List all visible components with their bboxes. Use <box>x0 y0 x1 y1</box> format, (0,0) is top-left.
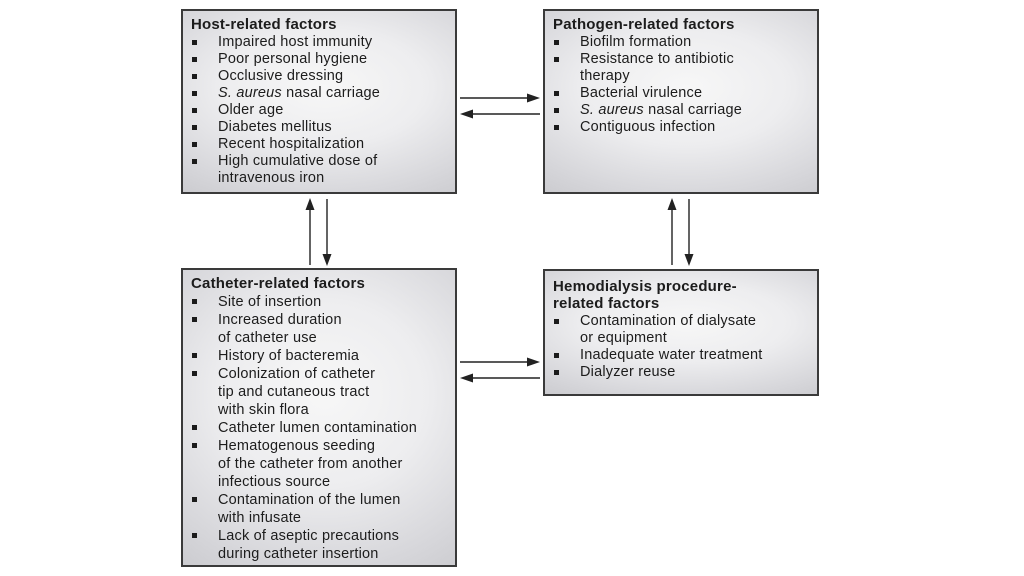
item-text: Older age <box>218 102 284 118</box>
item-text: Contamination of the lumen with infusate <box>218 492 401 526</box>
list-item: S. aureus nasal carriage <box>553 102 811 119</box>
list-item: Hematogenous seeding of the catheter fro… <box>191 437 449 491</box>
item-text: Biofilm formation <box>580 34 692 50</box>
list-item: Diabetes mellitus <box>191 119 449 136</box>
bullet-icon <box>191 51 218 68</box>
list-item: Contamination of the lumen with infusate <box>191 491 449 527</box>
bullet-icon <box>553 313 580 347</box>
item-text-italic: S. aureus <box>580 102 644 118</box>
bullet-icon <box>191 365 218 419</box>
item-text-rest: nasal carriage <box>643 102 742 118</box>
box-title: Host-related factors <box>191 16 337 33</box>
item-text: Catheter lumen contamination <box>218 420 418 436</box>
box-title: Pathogen-related factors <box>553 16 735 33</box>
bullet-icon <box>191 419 218 437</box>
bullet-icon <box>191 85 218 102</box>
bullet-icon <box>553 102 580 119</box>
list-item: Inadequate water treatment <box>553 347 811 364</box>
item-text: Dialyzer reuse <box>580 364 676 380</box>
box-hemodialysis-procedure-related-factors: Hemodialysis procedure- related factors … <box>543 269 819 396</box>
bullet-icon <box>191 293 218 311</box>
box-title: Hemodialysis procedure- related factors <box>553 278 737 312</box>
item-text: Resistance to antibiotic therapy <box>580 51 734 84</box>
item-text: Bacterial virulence <box>580 85 703 101</box>
list-item: Biofilm formation <box>553 34 811 51</box>
item-text: History of bacteremia <box>218 348 360 364</box>
list-item: S. aureus nasal carriage <box>191 85 449 102</box>
item-text: Contiguous infection <box>580 119 716 135</box>
list-item: History of bacteremia <box>191 347 449 365</box>
list-item: Poor personal hygiene <box>191 51 449 68</box>
box-host-related-factors: Host-related factors Impaired host immun… <box>181 9 457 194</box>
list-item: Dialyzer reuse <box>553 364 811 381</box>
bullet-icon <box>191 136 218 153</box>
bullet-icon <box>191 119 218 136</box>
bullet-icon <box>191 68 218 85</box>
list-item: Contamination of dialysate or equipment <box>553 313 811 347</box>
item-text-italic: S. aureus <box>218 85 282 101</box>
item-text: Hematogenous seeding of the catheter fro… <box>218 438 403 490</box>
bullet-icon <box>553 34 580 51</box>
bullet-icon <box>191 527 218 563</box>
item-text: Diabetes mellitus <box>218 119 332 135</box>
item-text: High cumulative dose of intravenous iron <box>218 153 378 186</box>
list-item: Increased duration of catheter use <box>191 311 449 347</box>
item-text: S. aureus nasal carriage <box>580 102 742 119</box>
item-text: Colonization of catheter tip and cutaneo… <box>218 366 376 418</box>
list-item: Catheter lumen contamination <box>191 419 449 437</box>
item-text: Poor personal hygiene <box>218 51 368 67</box>
list-item: Site of insertion <box>191 293 449 311</box>
bullet-icon <box>191 102 218 119</box>
item-text: Increased duration of catheter use <box>218 312 342 346</box>
item-text: Lack of aseptic precautions during cathe… <box>218 528 400 562</box>
bullet-icon <box>553 119 580 136</box>
list-item: Bacterial virulence <box>553 85 811 102</box>
bullet-icon <box>553 85 580 102</box>
item-text: Impaired host immunity <box>218 34 373 50</box>
box-title: Catheter-related factors <box>191 275 366 292</box>
bullet-icon <box>553 51 580 85</box>
list-item: Contiguous infection <box>553 119 811 136</box>
item-text: Occlusive dressing <box>218 68 344 84</box>
item-text: S. aureus nasal carriage <box>218 85 380 102</box>
item-text: Recent hospitalization <box>218 136 365 152</box>
list-item: Recent hospitalization <box>191 136 449 153</box>
list-item: Resistance to antibiotic therapy <box>553 51 811 85</box>
item-text: Contamination of dialysate or equipment <box>580 313 757 346</box>
bullet-icon <box>191 347 218 365</box>
list-item: Colonization of catheter tip and cutaneo… <box>191 365 449 419</box>
list-item: Lack of aseptic precautions during cathe… <box>191 527 449 563</box>
item-text: Inadequate water treatment <box>580 347 763 363</box>
list-item: High cumulative dose of intravenous iron <box>191 153 449 187</box>
arrow-catheter-hemodialysis-icon <box>460 357 540 383</box>
bullet-icon <box>191 437 218 491</box>
bullet-icon <box>191 153 218 187</box>
bullet-icon <box>191 34 218 51</box>
item-text-rest: nasal carriage <box>281 85 380 101</box>
bullet-icon <box>553 347 580 364</box>
bullet-icon <box>191 311 218 347</box>
arrow-pathogen-hemodialysis-icon <box>667 198 694 266</box>
box-pathogen-related-factors: Pathogen-related factors Biofilm formati… <box>543 9 819 194</box>
list-item: Impaired host immunity <box>191 34 449 51</box>
bullet-icon <box>191 491 218 527</box>
arrow-host-catheter-icon <box>305 198 332 266</box>
list-item: Older age <box>191 102 449 119</box>
arrow-host-pathogen-icon <box>460 93 540 119</box>
box-catheter-related-factors: Catheter-related factors Site of inserti… <box>181 268 457 567</box>
bullet-icon <box>553 364 580 381</box>
item-text: Site of insertion <box>218 294 322 310</box>
list-item: Occlusive dressing <box>191 68 449 85</box>
